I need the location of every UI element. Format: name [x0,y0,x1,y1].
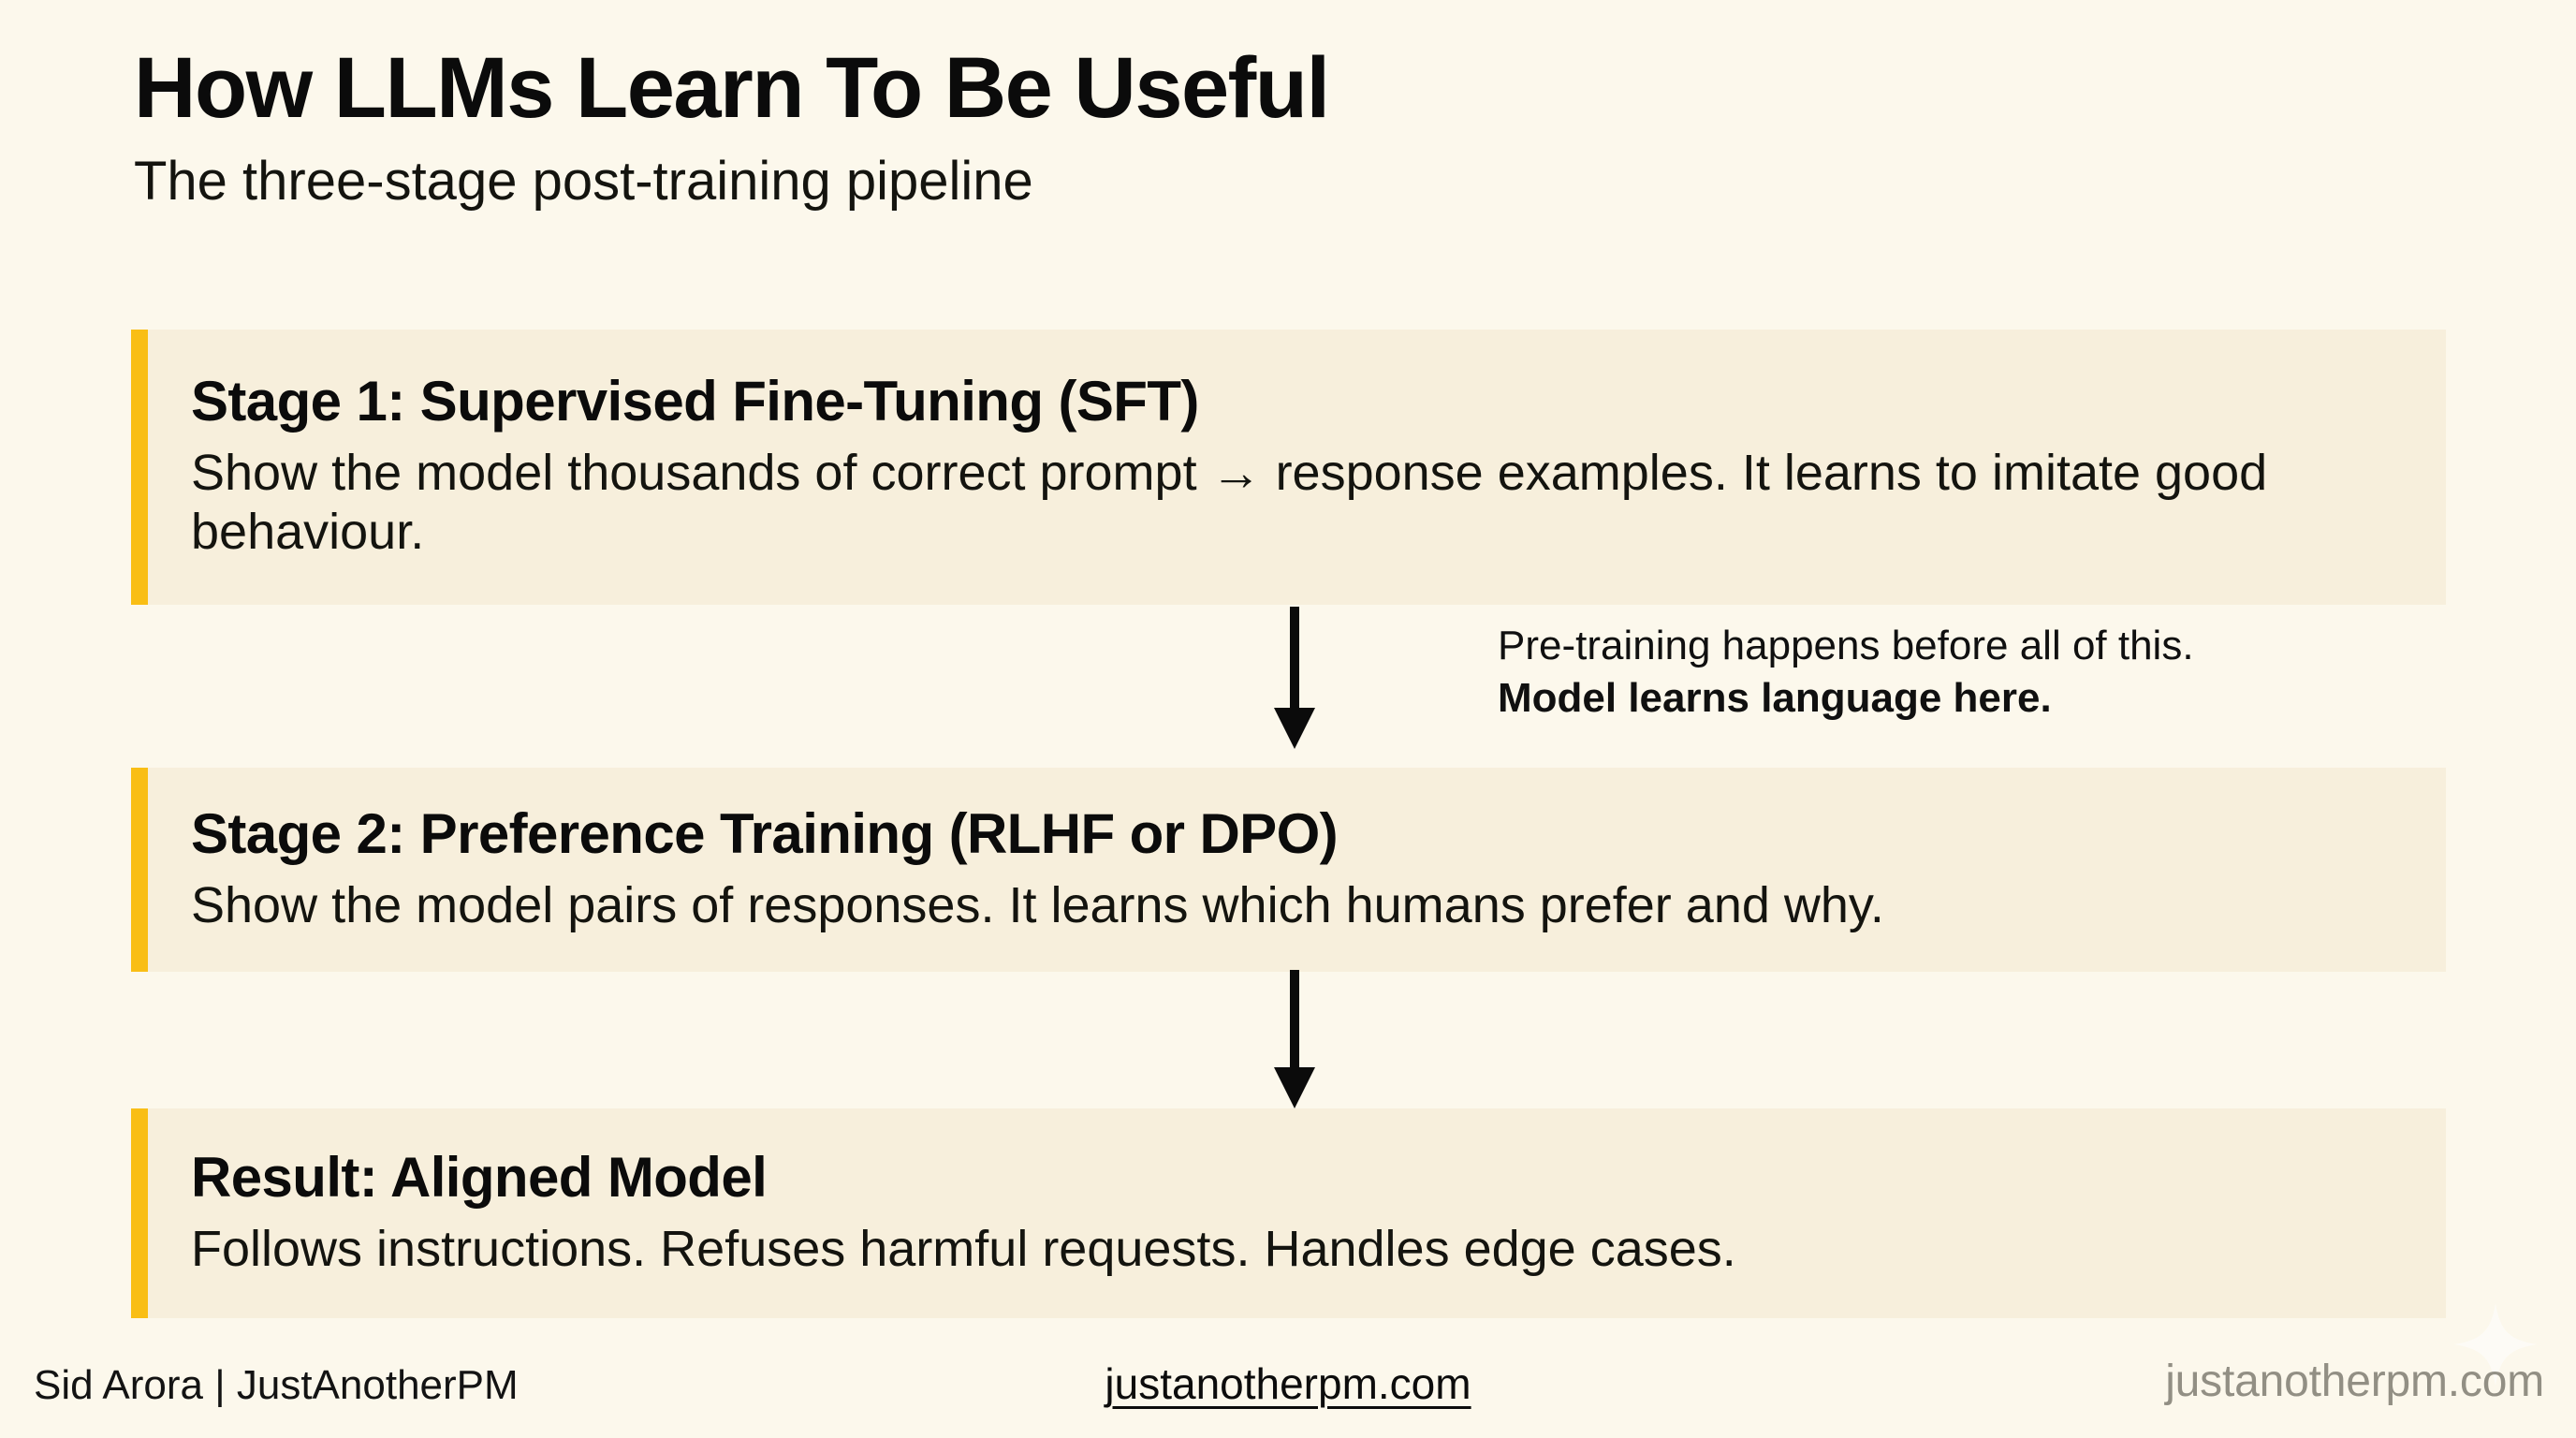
stage-card-body: Follows instructions. Refuses harmful re… [191,1220,1736,1277]
down-arrow-icon [1274,607,1315,749]
watermark-text: justanotherpm.com [2165,1357,2544,1406]
annotation-line-1: Pre-training happens before all of this. [1498,623,2194,668]
down-arrow-icon [1274,970,1315,1108]
stage-card-body: Show the model pairs of responses. It le… [191,876,1884,933]
stage-card-title: Stage 1: Supervised Fine-Tuning (SFT) [191,370,1199,433]
header: How LLMs Learn To Be Useful The three-st… [134,45,2380,211]
page-title: How LLMs Learn To Be Useful [134,40,1330,136]
stage-card-stage-2: Stage 2: Preference Training (RLHF or DP… [131,768,2446,972]
stage-card-title: Stage 2: Preference Training (RLHF or DP… [191,802,1339,866]
footer-link-text[interactable]: justanotherpm.com [1105,1359,1471,1408]
stage-card-result: Result: Aligned Model Follows instructio… [131,1108,2446,1318]
annotation-line-2: Model learns language here. [1498,675,2052,722]
footer-attribution: Sid Arora | JustAnotherPM [34,1362,519,1408]
stage-card-content: Stage 1: Supervised Fine-Tuning (SFT) Sh… [148,372,2446,562]
stage-card-stage-1: Stage 1: Supervised Fine-Tuning (SFT) Sh… [131,330,2446,605]
sparkle-icon [2453,1302,2538,1387]
stage-card-body: Show the model thousands of correct prom… [191,445,2268,561]
footer-link[interactable]: justanotherpm.com [0,1362,2576,1405]
stage-card-content: Result: Aligned Model Follows instructio… [148,1146,2446,1279]
stage-card-content: Stage 2: Preference Training (RLHF or DP… [148,802,2446,935]
annotation-note: Pre-training happens before all of this.… [1498,620,2452,726]
page-subtitle: The three-stage post-training pipeline [134,151,1033,212]
stage-card-title: Result: Aligned Model [191,1146,768,1210]
